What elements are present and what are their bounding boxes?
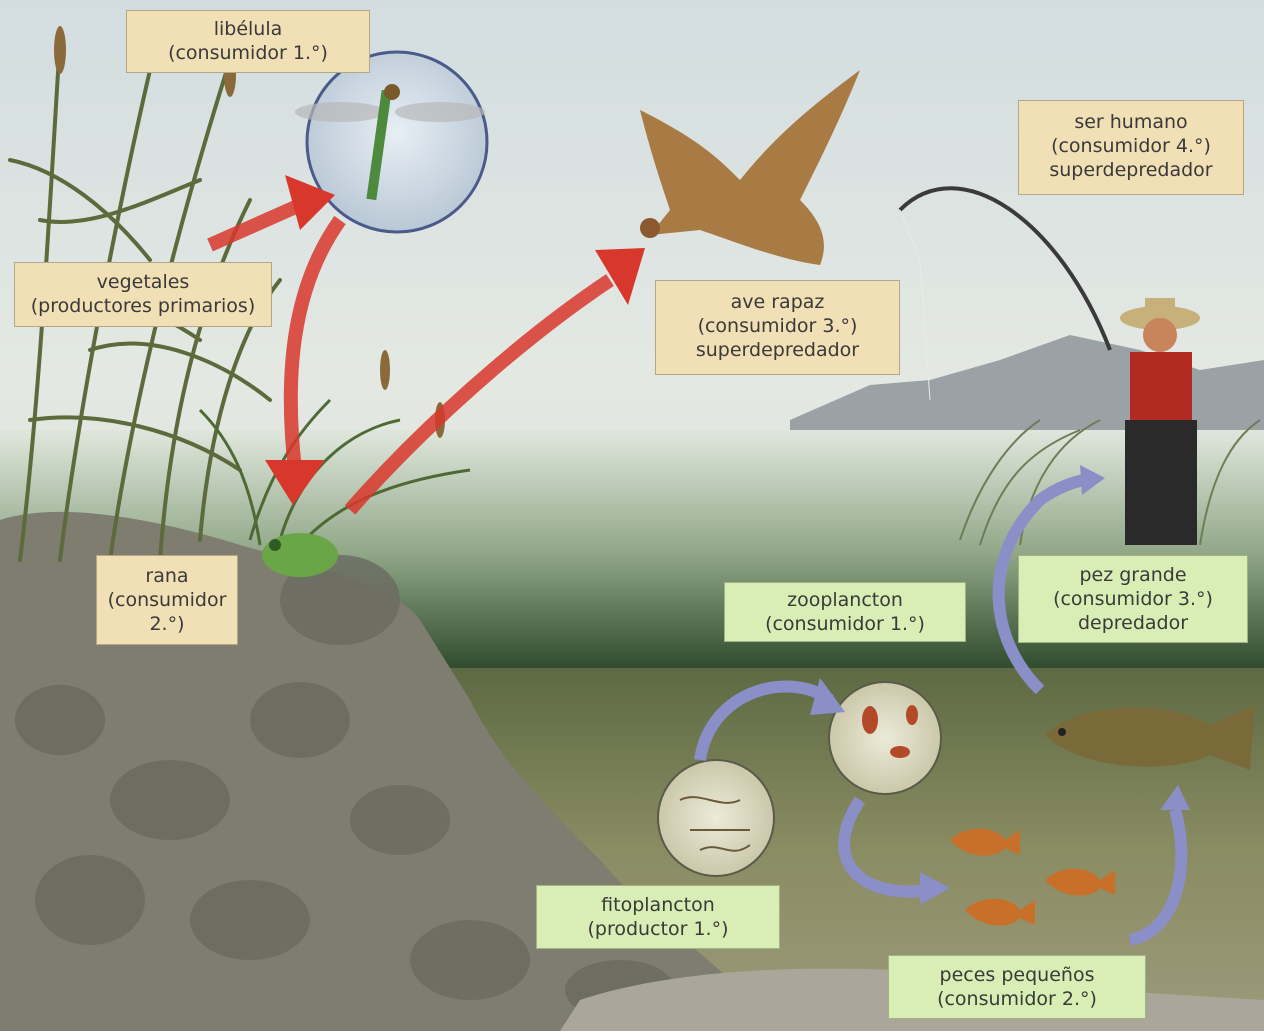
label-zooplankton-name: zooplancton	[725, 588, 965, 612]
label-small-fish-name: peces pequeños	[889, 963, 1145, 987]
label-dragonfly-name: libélula	[127, 17, 369, 41]
label-frog-role: (consumidor	[97, 588, 237, 612]
label-bird: ave rapaz (consumidor 3.°) superdepredad…	[655, 280, 900, 375]
label-phytoplankton-role: (productor 1.°)	[537, 917, 779, 941]
label-zooplankton: zooplancton (consumidor 1.°)	[724, 582, 966, 642]
label-big-fish: pez grande (consumidor 3.°) depredador	[1018, 555, 1248, 643]
label-frog: rana (consumidor 2.°)	[96, 555, 238, 645]
dragonfly-lens	[307, 52, 487, 232]
label-frog-name: rana	[97, 564, 237, 588]
label-plants: vegetales (productores primarios)	[14, 262, 272, 327]
label-big-fish-extra: depredador	[1019, 611, 1247, 635]
label-dragonfly: libélula (consumidor 1.°)	[126, 10, 370, 73]
phytoplankton-lens	[658, 760, 774, 876]
label-bird-extra: superdepredador	[656, 338, 899, 362]
label-human-extra: superdepredador	[1019, 158, 1243, 182]
label-frog-extra: 2.°)	[97, 612, 237, 636]
label-human-role: (consumidor 4.°)	[1019, 134, 1243, 158]
label-plants-name: vegetales	[15, 270, 271, 294]
frog	[262, 533, 338, 577]
label-big-fish-name: pez grande	[1019, 563, 1247, 587]
label-small-fish: peces pequeños (consumidor 2.°)	[888, 955, 1146, 1019]
label-phytoplankton: fitoplancton (productor 1.°)	[536, 885, 780, 949]
label-plants-role: (productores primarios)	[15, 294, 271, 318]
label-phytoplankton-name: fitoplancton	[537, 893, 779, 917]
label-human-name: ser humano	[1019, 110, 1243, 134]
label-dragonfly-role: (consumidor 1.°)	[127, 41, 369, 65]
label-zooplankton-role: (consumidor 1.°)	[725, 612, 965, 636]
label-big-fish-role: (consumidor 3.°)	[1019, 587, 1247, 611]
label-bird-name: ave rapaz	[656, 290, 899, 314]
zooplankton-lens	[829, 682, 941, 794]
label-bird-role: (consumidor 3.°)	[656, 314, 899, 338]
label-human: ser humano (consumidor 4.°) superdepreda…	[1018, 100, 1244, 195]
label-small-fish-role: (consumidor 2.°)	[889, 987, 1145, 1011]
